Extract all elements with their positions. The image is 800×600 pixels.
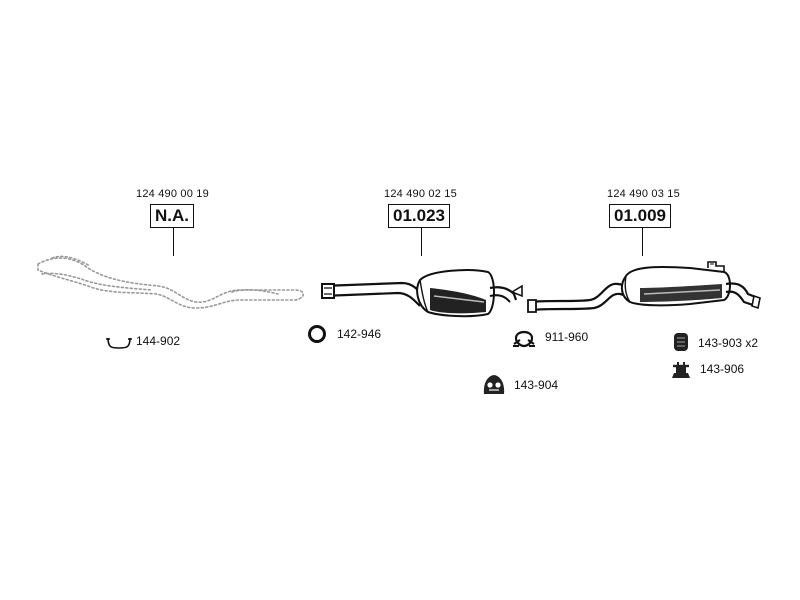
part-code-2[interactable]: 01.023 bbox=[388, 204, 450, 228]
part-code-3[interactable]: 01.009 bbox=[609, 204, 671, 228]
rubber-buffer-icon bbox=[672, 362, 690, 378]
gasket-ring-icon bbox=[308, 325, 326, 343]
oem-number-3: 124 490 03 15 bbox=[607, 188, 680, 200]
leader-line-1 bbox=[173, 228, 174, 256]
accessory-label-143-903[interactable]: 143-903 x2 bbox=[698, 336, 759, 350]
accessory-label-142-946[interactable]: 142-946 bbox=[337, 327, 382, 341]
accessory-label-144-902[interactable]: 144-902 bbox=[136, 334, 181, 348]
accessory-label-911-960[interactable]: 911-960 bbox=[545, 330, 589, 344]
leader-line-2 bbox=[421, 228, 422, 256]
accessory-label-143-906[interactable]: 143-906 bbox=[700, 362, 745, 376]
u-clamp-icon bbox=[106, 337, 132, 349]
accessory-label-143-904[interactable]: 143-904 bbox=[514, 378, 559, 392]
rubber-hanger-icon bbox=[483, 375, 505, 394]
pipe-clamp-icon bbox=[513, 330, 535, 348]
oem-number-1: 124 490 00 19 bbox=[136, 188, 209, 200]
oem-number-2: 124 490 02 15 bbox=[384, 188, 457, 200]
leader-line-3 bbox=[642, 228, 643, 256]
part-code-1[interactable]: N.A. bbox=[150, 204, 194, 228]
rubber-mount-icon bbox=[674, 333, 688, 351]
